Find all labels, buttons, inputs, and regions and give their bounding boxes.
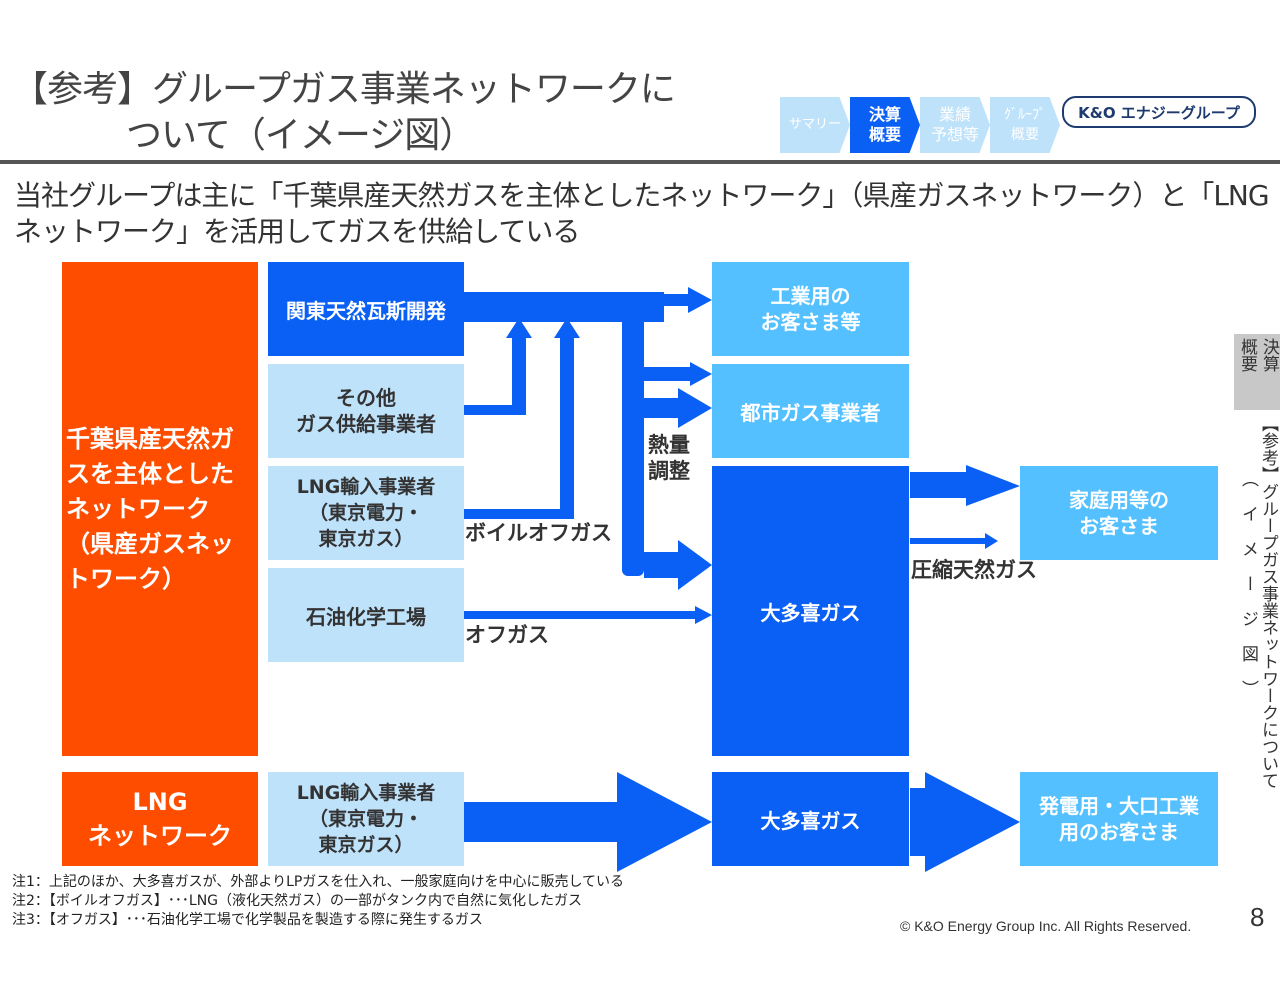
side-section-subtitle: （イメージ図） xyxy=(1238,470,1258,715)
copyright: © K&O Energy Group Inc. All Rights Reser… xyxy=(900,918,1192,934)
supplier-petrochemical: 石油化学工場 xyxy=(268,568,464,662)
arrow-to-industrial xyxy=(664,287,712,313)
arrow-to-household xyxy=(910,465,1020,506)
supplier-other: その他 ガス供給事業者 xyxy=(268,364,464,458)
arrow-off-gas xyxy=(464,606,712,624)
label-compressed-natural-gas: 圧縮天然ガス xyxy=(911,558,1037,582)
arrow-to-otaki xyxy=(644,540,712,590)
arrow-lng-to-otaki xyxy=(464,772,712,872)
section-nav: サマリー 決算 概要 業績 予想等 ｸﾞﾙｰﾌﾟ 概要 xyxy=(780,97,1060,153)
customer-city-gas: 都市ガス事業者 xyxy=(712,364,909,458)
side-tab-results[interactable]: 決算 概要 xyxy=(1234,334,1280,410)
prefectural-gas-network: 千葉県産天然ガスを主体としたネットワーク（県産ガスネットワーク） xyxy=(62,262,258,756)
customer-power-large-industrial: 発電用・大口工業 用のお客さま xyxy=(1020,772,1218,866)
arrow-to-citygas-1 xyxy=(644,362,712,386)
operator-otaki-gas-2: 大多喜ガス xyxy=(712,772,909,866)
lng-network: LNG ネットワーク xyxy=(62,772,258,866)
title-divider xyxy=(0,160,1280,164)
nav-step-group[interactable]: ｸﾞﾙｰﾌﾟ 概要 xyxy=(990,97,1060,153)
company-logo: K&O エナジーグループ xyxy=(1062,96,1256,128)
side-tab-label: 決算 概要 xyxy=(1237,338,1279,372)
footnotes: 注1：上記のほか、大多喜ガスが、外部よりLPガスを仕入れ、一般家庭向けを中心に販… xyxy=(12,873,624,930)
label-off-gas: オフガス xyxy=(465,623,549,647)
arrow-boil-off xyxy=(464,318,580,519)
footnote-3: 注3：【オフガス】･･･石油化学工場で化学製品を製造する際に発生するガス xyxy=(12,912,483,928)
footnote-2: 注2：【ボイルオフガス】･･･LNG（液化天然ガス）の一部がタンク内で自然に気化… xyxy=(12,893,583,909)
customer-industrial: 工業用の お客さま等 xyxy=(712,262,909,356)
label-heat-adjustment: 熱量 調整 xyxy=(648,433,690,483)
supplier-kanto-natural-gas: 関東天然瓦斯開発 xyxy=(268,262,464,356)
page-title-line2: ついて（イメージ図） xyxy=(126,115,475,156)
supplier-lng-importer-2: LNG輸入事業者 （東京電力・ 東京ガス） xyxy=(268,772,464,866)
footnote-1: 注1：上記のほか、大多喜ガスが、外部よりLPガスを仕入れ、一般家庭向けを中心に販… xyxy=(12,874,625,890)
side-section-title: 【参考】グループガス事業ネットワークについて xyxy=(1258,415,1278,789)
page-number: 8 xyxy=(1250,902,1265,932)
nav-step-summary[interactable]: サマリー xyxy=(780,97,850,153)
nav-step-forecast[interactable]: 業績 予想等 xyxy=(920,97,990,153)
page-subtitle: 当社グループは主に「千葉県産天然ガスを主体としたネットワーク」（県産ガスネットワ… xyxy=(14,179,1270,248)
arrow-cng xyxy=(910,533,998,549)
customer-household: 家庭用等の お客さま xyxy=(1020,466,1218,560)
nav-step-results[interactable]: 決算 概要 xyxy=(850,97,920,153)
arrow-to-citygas-2 xyxy=(644,388,712,428)
label-boil-off-gas: ボイルオフガス xyxy=(465,521,612,545)
operator-otaki-gas: 大多喜ガス xyxy=(712,466,909,756)
page-title-line1: 【参考】グループガス事業ネットワークに xyxy=(12,69,676,110)
arrow-otaki-to-power xyxy=(910,772,1020,872)
arrow-trunk-down xyxy=(622,306,644,576)
supplier-lng-importer: LNG輸入事業者 （東京電力・ 東京ガス） xyxy=(268,466,464,560)
arrow-other-supplier xyxy=(464,318,532,415)
